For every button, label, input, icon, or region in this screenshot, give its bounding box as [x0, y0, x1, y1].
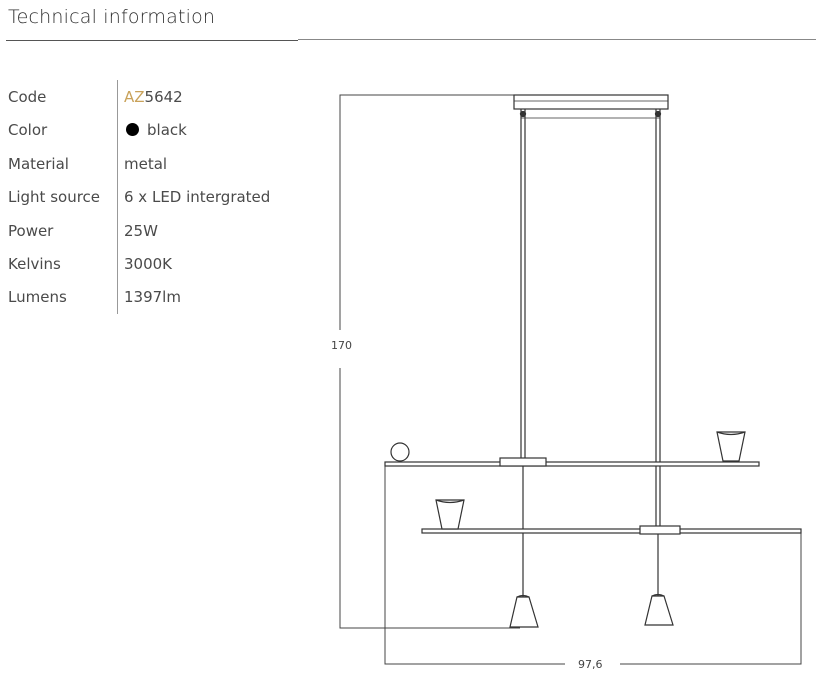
code-prefix: AZ — [124, 88, 145, 106]
spec-value: 25W — [124, 221, 158, 240]
spec-value-color: black — [124, 121, 187, 139]
lower-arm — [421, 528, 802, 534]
spec-label: Material — [8, 154, 69, 173]
code-number: 5642 — [144, 88, 183, 106]
cup-shade-lower — [435, 499, 465, 530]
spec-label: Light source — [8, 188, 101, 207]
width-dimension-label: 97,6 — [578, 658, 603, 671]
spec-column-divider — [117, 80, 118, 314]
spec-label: Lumens — [8, 288, 67, 307]
spec-label: Code — [8, 88, 47, 106]
ceiling-canopy — [513, 94, 669, 110]
color-name: black — [147, 121, 187, 140]
spec-value: 6 x LED intergrated — [124, 188, 271, 207]
spec-value: metal — [124, 154, 168, 173]
title-underline — [6, 40, 298, 41]
cup-shade-upper — [716, 431, 746, 462]
globe-shade — [390, 442, 410, 462]
header-divider — [298, 39, 816, 40]
color-swatch-icon — [126, 123, 139, 137]
spec-value-code: AZ5642 — [124, 88, 183, 106]
page-title: Technical information — [8, 6, 216, 28]
spec-value: 3000K — [124, 254, 173, 273]
height-dimension-line — [339, 94, 520, 629]
spec-label: Kelvins — [8, 254, 61, 273]
upper-arm — [384, 461, 760, 467]
spec-label: Color — [8, 121, 48, 140]
height-dimension-label: 170 — [331, 339, 352, 352]
spec-label: Power — [8, 221, 54, 240]
pendant-shade-left — [509, 596, 539, 628]
width-dimension-line — [384, 465, 802, 665]
pendant-shade-right — [644, 595, 674, 626]
spec-value: 1397lm — [124, 288, 181, 307]
